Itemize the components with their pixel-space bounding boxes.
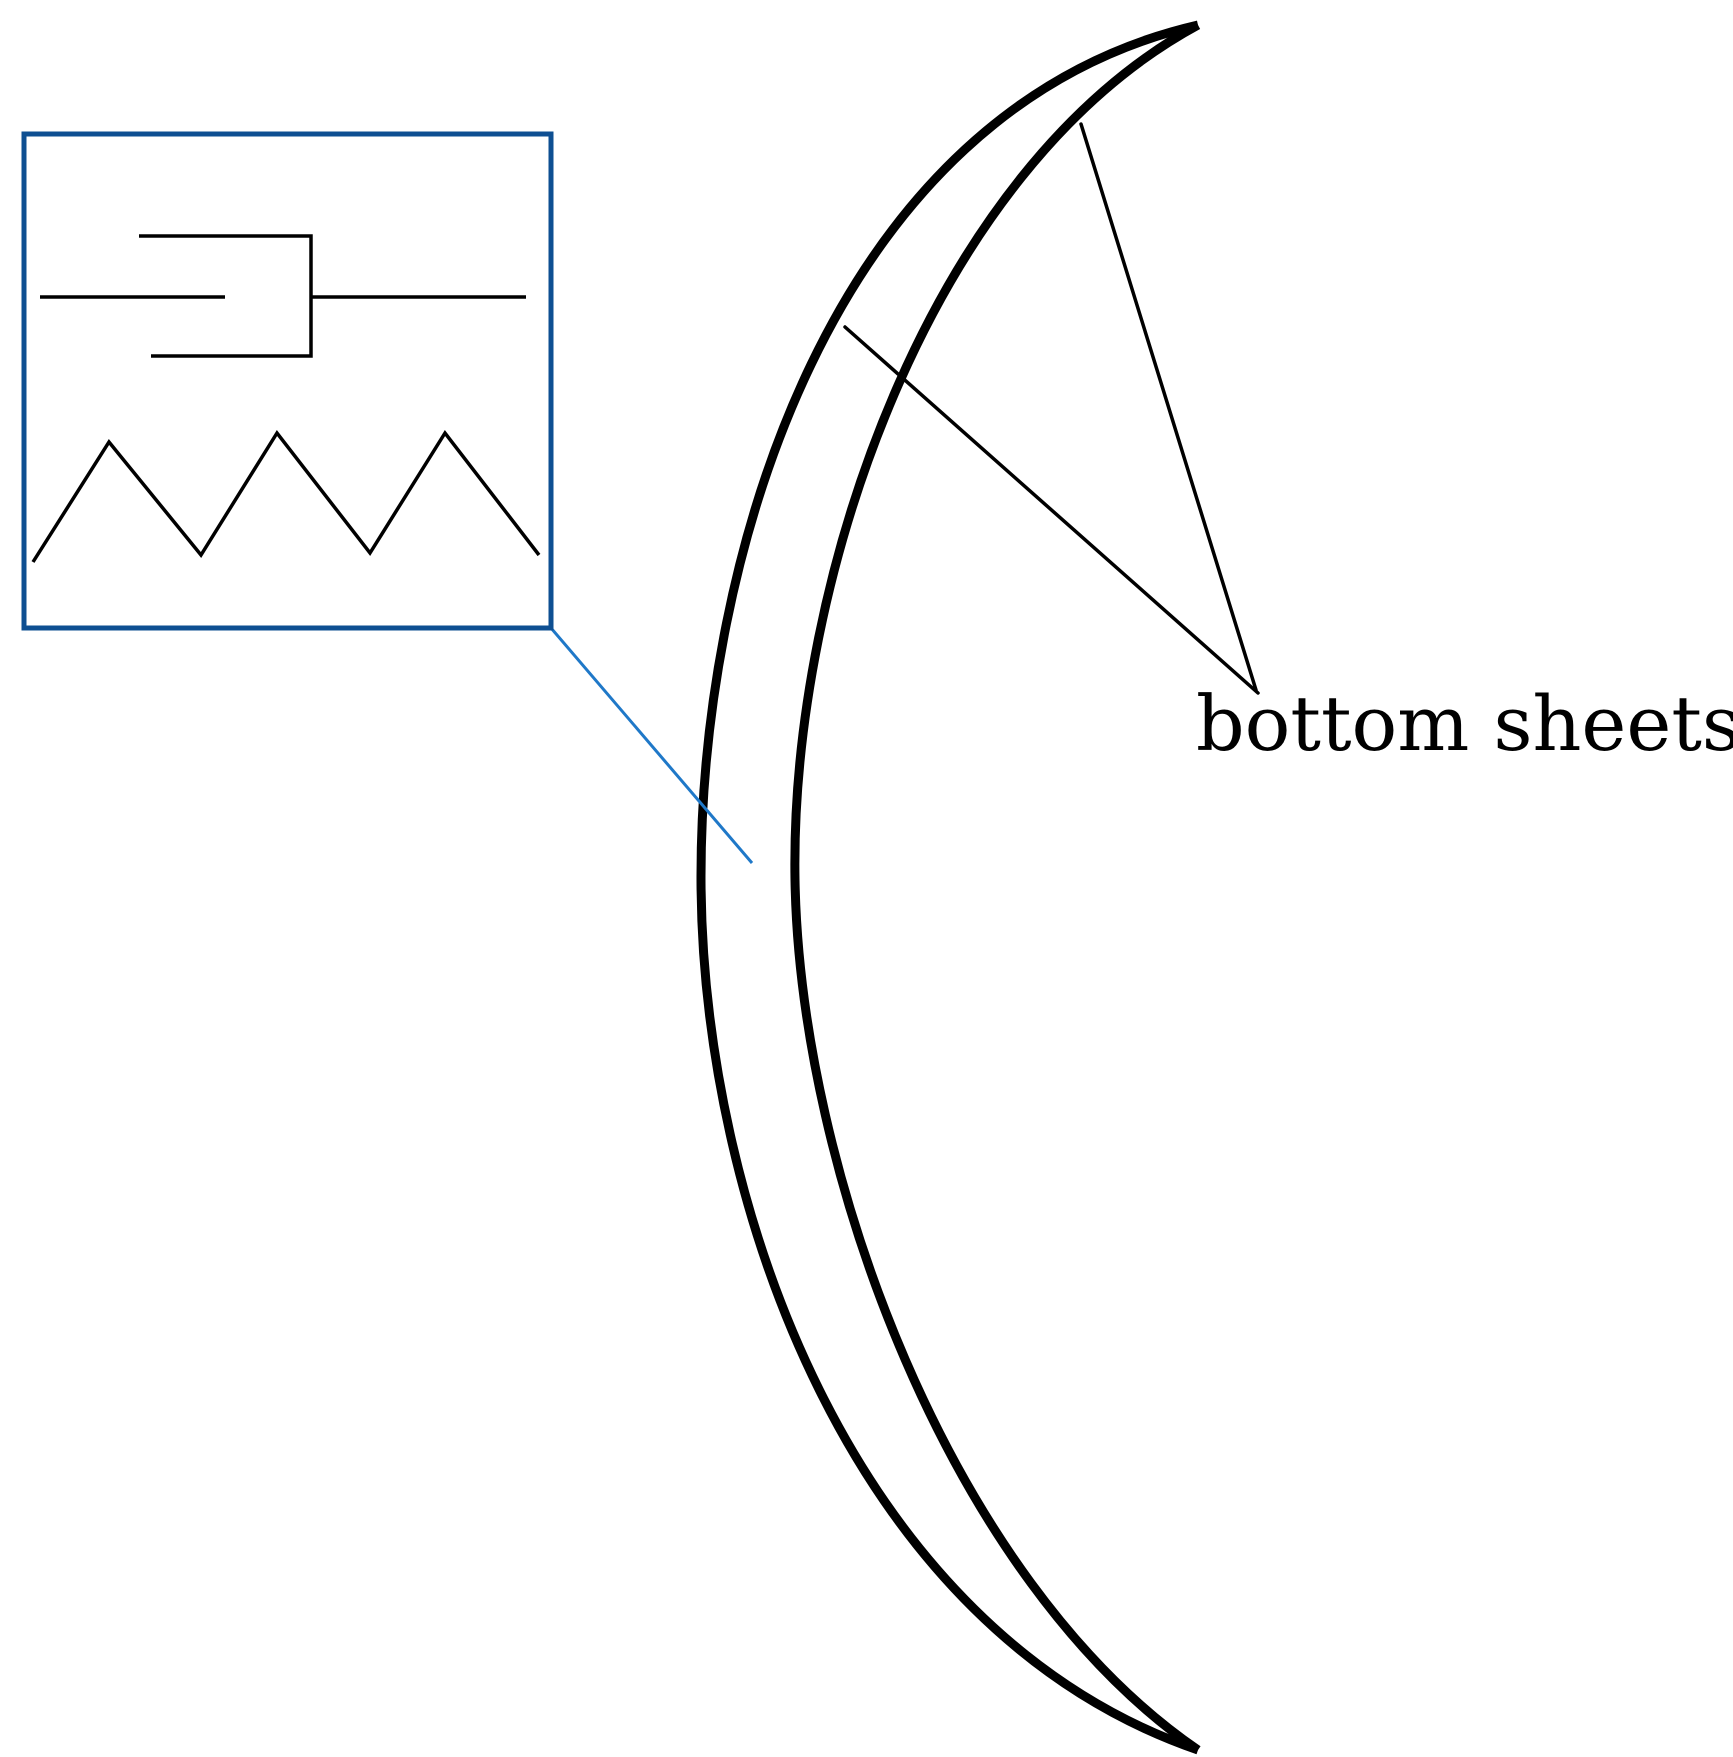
inset-frame (21, 131, 554, 631)
leader-line-inner-sheet (1079, 122, 1258, 692)
outer-bottom-sheet (696, 20, 1200, 1755)
inner-bottom-sheet (790, 21, 1201, 1754)
bottom-sheets-label: bottom sheets (1196, 679, 1733, 768)
leader-line-outer-sheet (843, 325, 1260, 695)
damper-icon (40, 234, 526, 358)
inset-box (21, 131, 554, 631)
spring-icon (31, 429, 541, 563)
inset-connector-line (549, 627, 754, 864)
